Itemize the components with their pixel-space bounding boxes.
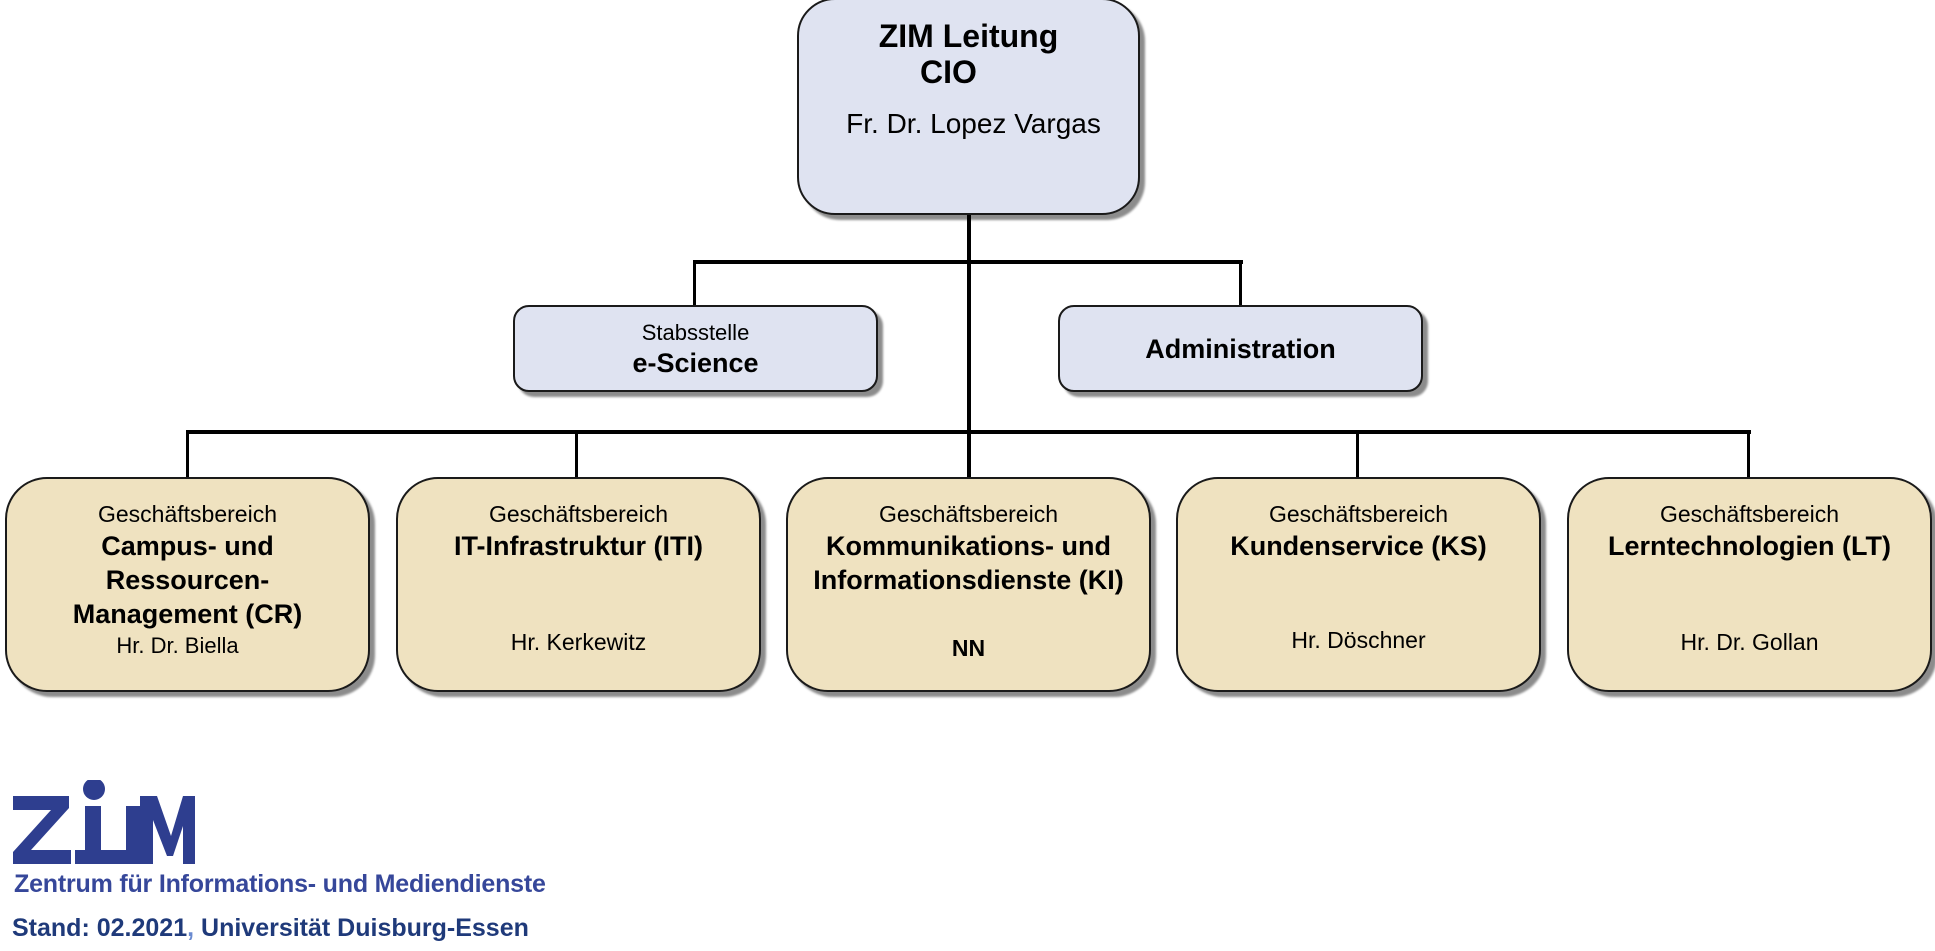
connector-staff-bar bbox=[693, 260, 1243, 264]
division-box-iti: Geschäftsbereich IT-Infrastruktur (ITI) … bbox=[396, 477, 761, 692]
division-label: Geschäftsbereich bbox=[98, 501, 277, 527]
division-name-line: Lerntechnologien (LT) bbox=[1608, 531, 1891, 561]
connector-division-ks bbox=[1356, 430, 1359, 478]
leadership-box: ZIM Leitung CIO Fr. Dr. Lopez Vargas bbox=[797, 0, 1140, 215]
connector-top-spine bbox=[967, 213, 971, 478]
connector-staff-right bbox=[1239, 260, 1242, 306]
division-label: Geschäftsbereich bbox=[1269, 501, 1448, 527]
division-box-lt: Geschäftsbereich Lerntechnologien (LT) H… bbox=[1567, 477, 1932, 692]
connector-division-bus bbox=[186, 430, 1751, 434]
stand-line: Stand: 02.2021, Universität Duisburg-Ess… bbox=[12, 914, 529, 943]
division-box-cr: Geschäftsbereich Campus- und Ressourcen-… bbox=[5, 477, 370, 692]
stand-date: 02.2021 bbox=[96, 914, 188, 942]
connector-staff-left bbox=[693, 260, 696, 306]
staff-name: e-Science bbox=[632, 347, 759, 378]
division-name-line: Informationsdienste (KI) bbox=[813, 565, 1124, 595]
division-name-line: Kundenservice (KS) bbox=[1230, 531, 1487, 561]
division-box-ki: Geschäftsbereich Kommunikations- und Inf… bbox=[786, 477, 1151, 692]
staff-box-administration: Administration bbox=[1058, 305, 1423, 392]
connector-division-cr bbox=[186, 430, 189, 478]
division-name-line: Management (CR) bbox=[72, 599, 303, 629]
stand-label: Stand: bbox=[12, 914, 90, 942]
leadership-person: Fr. Dr. Lopez Vargas bbox=[846, 108, 1101, 139]
division-name-line: IT-Infrastruktur (ITI) bbox=[454, 531, 703, 561]
university-name: Universität Duisburg-Essen bbox=[201, 914, 529, 942]
staff-box-escience: Stabsstelle e-Science bbox=[513, 305, 878, 392]
staff-name: Administration bbox=[1145, 333, 1336, 364]
logo-subtitle: Zentrum für Informations- und Mediendien… bbox=[14, 870, 546, 898]
division-name-line: Kommunikations- und bbox=[826, 531, 1111, 561]
zim-logo-icon bbox=[13, 780, 195, 864]
division-name-line: Ressourcen- bbox=[105, 565, 270, 595]
division-name-line: Campus- und bbox=[101, 531, 274, 561]
leadership-title: ZIM Leitung bbox=[878, 18, 1059, 54]
division-label: Geschäftsbereich bbox=[489, 501, 668, 527]
division-person: Hr. Kerkewitz bbox=[510, 629, 647, 655]
division-person: NN bbox=[951, 635, 986, 661]
connector-division-lt bbox=[1747, 430, 1750, 478]
division-box-ks: Geschäftsbereich Kundenservice (KS) Hr. … bbox=[1176, 477, 1541, 692]
stand-comma: , bbox=[187, 914, 195, 942]
division-person: Hr. Döschner bbox=[1291, 627, 1426, 653]
connector-division-iti bbox=[575, 430, 578, 478]
division-label: Geschäftsbereich bbox=[879, 501, 1058, 527]
division-person: Hr. Dr. Gollan bbox=[1680, 629, 1819, 655]
staff-label: Stabsstelle bbox=[641, 319, 750, 345]
division-person: Hr. Dr. Biella bbox=[116, 633, 239, 658]
leadership-role: CIO bbox=[920, 54, 977, 90]
division-label: Geschäftsbereich bbox=[1660, 501, 1839, 527]
